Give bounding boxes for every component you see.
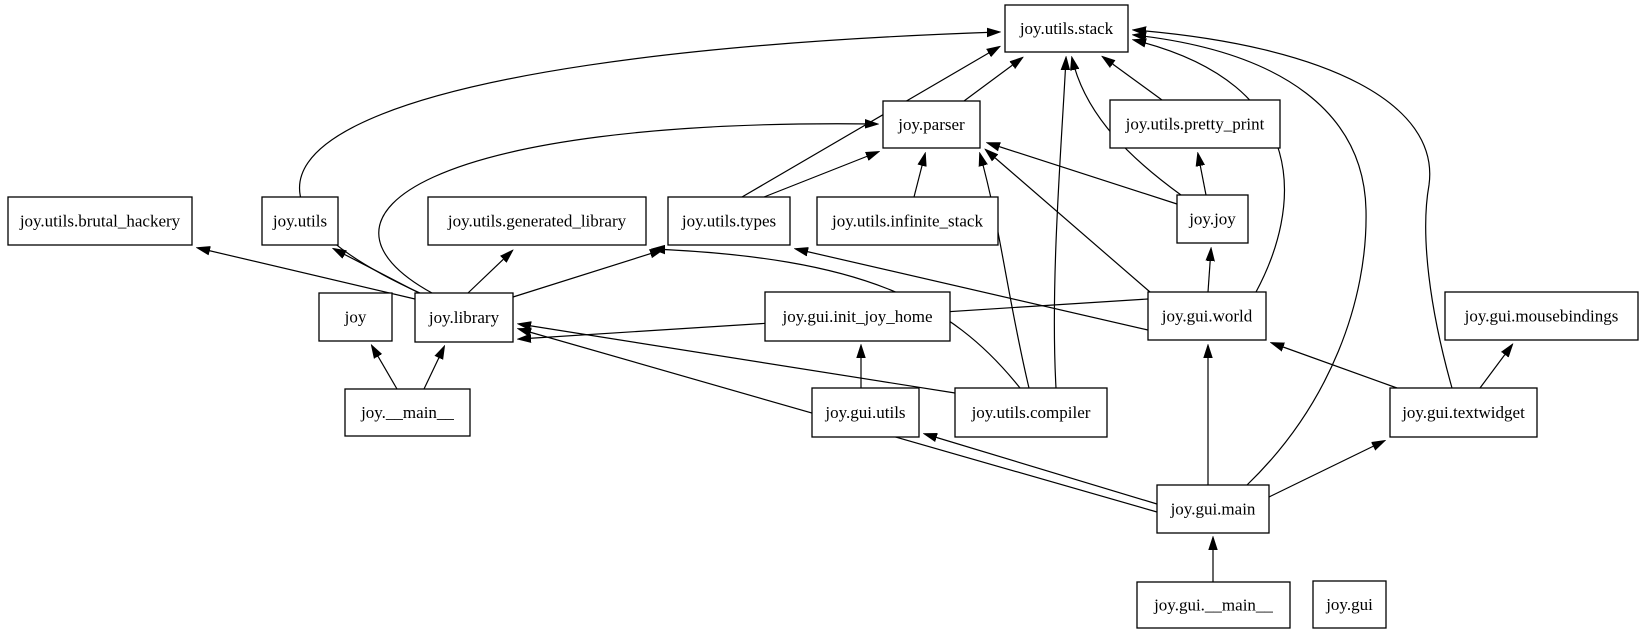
node-joy-gui-main: joy.gui.main xyxy=(1156,484,1270,534)
node-label-joy-main-: joy.__main__ xyxy=(360,403,454,422)
edge-joy-joy-to-joy-utils-pretty-print xyxy=(1198,154,1207,196)
node-label-joy-gui-mousebindings: joy.gui.mousebindings xyxy=(1464,307,1619,326)
edge-joy-main--to-joy-library xyxy=(423,347,444,390)
node-label-joy-utils-brutal-hackery: joy.utils.brutal_hackery xyxy=(19,212,181,231)
node-box-joy-joy xyxy=(1176,194,1249,244)
node-label-joy-gui-main: joy.gui.main xyxy=(1170,500,1256,519)
node-box-joy xyxy=(318,292,393,342)
edge-joy-gui-textwidget-to-joy-gui-mousebindings xyxy=(1479,345,1512,389)
edge-joy-gui-main-to-joy-gui-utils xyxy=(925,434,1158,505)
node-box-joy-gui-main- xyxy=(1136,581,1291,629)
node-joy-gui-mousebindings: joy.gui.mousebindings xyxy=(1444,291,1639,341)
node-joy-utils-infinite-stack: joy.utils.infinite_stack xyxy=(816,196,999,246)
edge-joy-main--to-joy xyxy=(372,346,398,390)
node-label-joy-gui-textwidget: joy.gui.textwidget xyxy=(1401,403,1525,422)
node-joy-gui-textwidget: joy.gui.textwidget xyxy=(1389,387,1538,438)
node-box-joy-utils-stack xyxy=(1004,4,1129,53)
node-box-joy-utils-pretty-print xyxy=(1109,99,1281,149)
node-box-joy-gui-mousebindings xyxy=(1444,291,1639,341)
node-box-joy-gui-main xyxy=(1156,484,1270,534)
node-box-joy-gui-init-joy-home xyxy=(764,291,951,342)
node-box-joy-gui-utils xyxy=(811,387,920,438)
node-box-joy-gui xyxy=(1312,580,1387,629)
node-box-joy-utils-generated-library xyxy=(427,196,647,246)
node-joy: joy xyxy=(318,292,393,342)
node-label-joy-gui: joy.gui xyxy=(1325,595,1373,614)
node-label-joy-gui-main-: joy.gui.__main__ xyxy=(1153,596,1273,615)
edge-joy-gui-main-to-joy-gui-textwidget xyxy=(1268,441,1384,498)
node-label-joy-utils-generated-library: joy.utils.generated_library xyxy=(447,212,627,231)
edge-joy-utils-pretty-print-to-joy-utils-stack xyxy=(1103,57,1163,101)
node-box-joy-utils-infinite-stack xyxy=(816,196,999,246)
edge-joy-utils-compiler-to-joy-utils-generated-library xyxy=(653,249,1021,389)
node-label-joy-parser: joy.parser xyxy=(897,115,965,134)
node-joy-utils-stack: joy.utils.stack xyxy=(1004,4,1129,53)
node-box-joy-utils xyxy=(261,196,339,246)
edge-joy-gui-world-to-joy-utils-stack xyxy=(1134,40,1286,293)
node-box-joy-utils-types xyxy=(667,196,791,246)
node-box-joy-parser xyxy=(882,100,981,149)
node-joy-utils-brutal-hackery: joy.utils.brutal_hackery xyxy=(7,196,193,246)
node-label-joy-gui-world: joy.gui.world xyxy=(1161,307,1253,326)
node-box-joy-gui-textwidget xyxy=(1389,387,1538,438)
node-box-joy-main- xyxy=(344,388,471,437)
node-box-joy-utils-compiler xyxy=(954,387,1108,438)
node-joy-utils-types: joy.utils.types xyxy=(667,196,791,246)
edge-joy-library-to-joy-utils-brutal-hackery xyxy=(198,248,416,300)
node-joy-gui-main-: joy.gui.__main__ xyxy=(1136,581,1291,629)
edge-joy-utils-compiler-to-joy-library xyxy=(519,324,956,394)
node-joy-parser: joy.parser xyxy=(882,100,981,149)
node-box-joy-library xyxy=(414,292,514,343)
node-box-joy-gui-world xyxy=(1147,291,1267,341)
node-joy-utils-pretty-print: joy.utils.pretty_print xyxy=(1109,99,1281,149)
node-joy-joy: joy.joy xyxy=(1176,194,1249,244)
node-label-joy-utils-pretty-print: joy.utils.pretty_print xyxy=(1125,115,1265,134)
node-joy-gui: joy.gui xyxy=(1312,580,1387,629)
edge-joy-gui-textwidget-to-joy-gui-world xyxy=(1272,343,1398,389)
edge-joy-gui-world-to-joy-utils-types xyxy=(796,249,1149,331)
node-joy-gui-init-joy-home: joy.gui.init_joy_home xyxy=(764,291,951,342)
edge-joy-library-to-joy-utils-types xyxy=(512,250,662,298)
edge-joy-gui-world-to-joy-joy xyxy=(1208,249,1211,293)
node-label-joy-joy: joy.joy xyxy=(1188,210,1236,229)
node-label-joy-library: joy.library xyxy=(428,308,500,327)
edge-joy-utils-infinite-stack-to-joy-parser xyxy=(913,154,925,198)
node-label-joy: joy xyxy=(344,308,367,327)
node-joy-library: joy.library xyxy=(414,292,514,343)
node-joy-utils-generated-library: joy.utils.generated_library xyxy=(427,196,647,246)
edge-joy-utils-compiler-to-joy-parser xyxy=(980,154,1030,389)
node-joy-main-: joy.__main__ xyxy=(344,388,471,437)
node-box-joy-utils-brutal-hackery xyxy=(7,196,193,246)
node-joy-gui-utils: joy.gui.utils xyxy=(811,387,920,438)
edge-joy-parser-to-joy-utils-stack xyxy=(963,58,1022,102)
node-label-joy-gui-init-joy-home: joy.gui.init_joy_home xyxy=(781,307,932,326)
edge-joy-library-to-joy-utils-generated-library xyxy=(467,251,512,294)
node-joy-utils: joy.utils xyxy=(261,196,339,246)
edge-joy-joy-to-joy-parser xyxy=(988,143,1178,205)
node-label-joy-utils-infinite-stack: joy.utils.infinite_stack xyxy=(831,212,983,231)
edge-joy-gui-world-to-joy-parser xyxy=(986,150,1151,293)
node-label-joy-gui-utils: joy.gui.utils xyxy=(824,403,905,422)
edge-joy-gui-textwidget-to-joy-utils-stack xyxy=(1134,30,1453,389)
edge-joy-utils-compiler-to-joy-utils-stack xyxy=(1053,58,1066,389)
node-label-joy-utils-compiler: joy.utils.compiler xyxy=(971,403,1091,422)
edge-joy-utils-types-to-joy-parser xyxy=(763,152,878,198)
node-label-joy-utils-stack: joy.utils.stack xyxy=(1019,19,1114,38)
edge-joy-gui-main-to-joy-utils-stack xyxy=(1134,35,1367,486)
node-label-joy-utils: joy.utils xyxy=(272,212,327,231)
node-joy-gui-world: joy.gui.world xyxy=(1147,291,1267,341)
edge-joy-library-to-joy-parser xyxy=(378,124,877,294)
edge-joy-utils-types-to-joy-utils-stack xyxy=(741,47,999,198)
node-joy-utils-compiler: joy.utils.compiler xyxy=(954,387,1108,438)
node-label-joy-utils-types: joy.utils.types xyxy=(681,212,776,231)
